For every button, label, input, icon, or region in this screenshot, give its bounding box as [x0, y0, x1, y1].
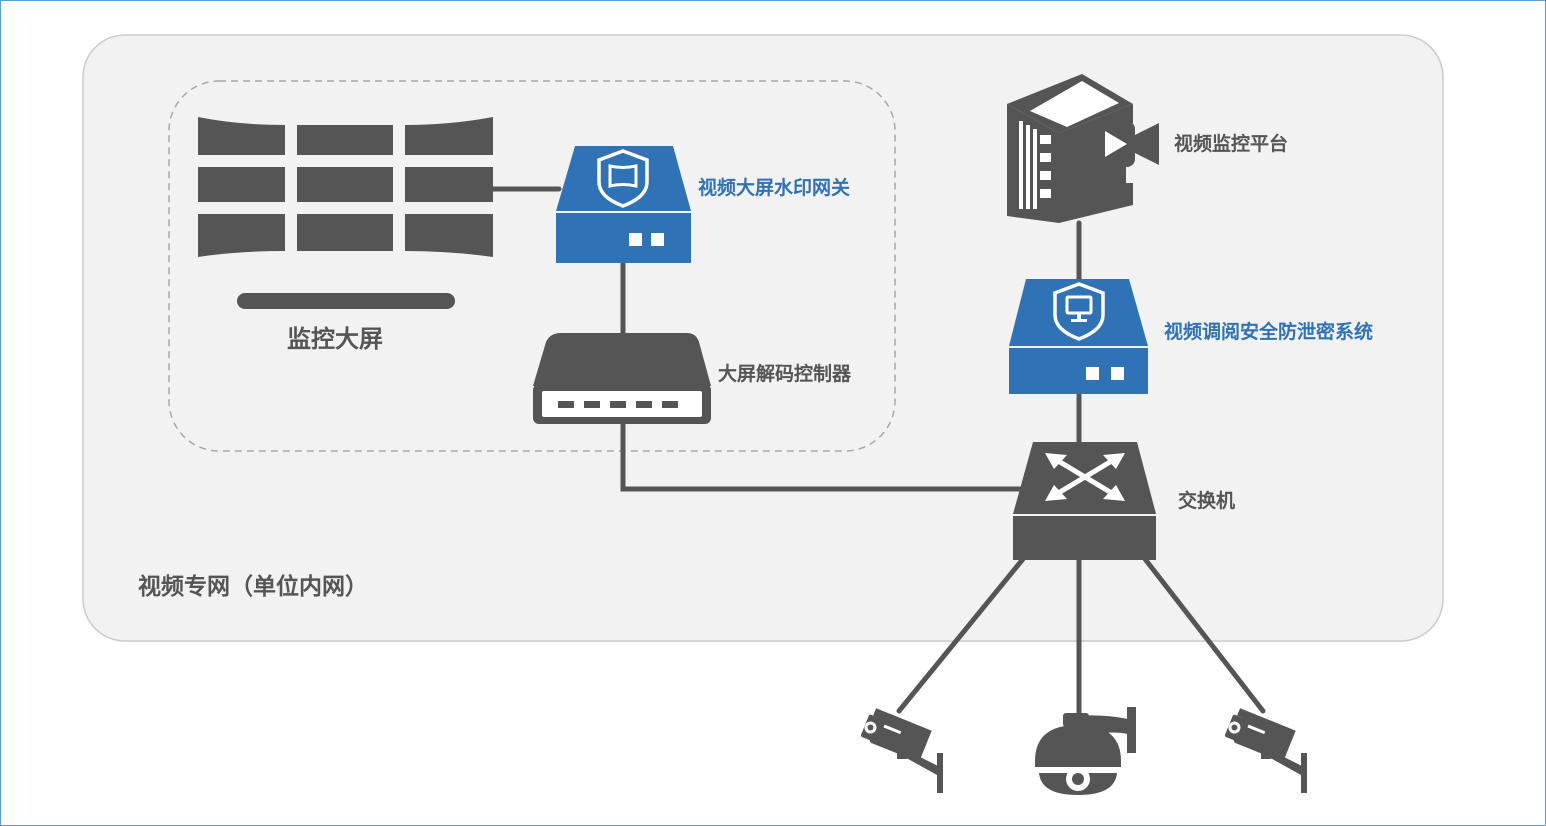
platform-label: 视频监控平台 — [1174, 133, 1289, 155]
connections — [490, 186, 1266, 718]
watermark-gateway-label: 视频大屏水印网关 — [698, 177, 851, 199]
switch-arrows-icon — [1013, 442, 1156, 560]
switch-label: 交换机 — [1178, 490, 1236, 512]
display-group-boundary — [168, 80, 896, 452]
shield-monitor-icon — [1009, 279, 1148, 394]
link-decoder-switch — [620, 422, 1034, 492]
decoder-box-icon — [533, 333, 711, 424]
video-wall-icon — [198, 117, 493, 309]
link-switch-camera1 — [896, 556, 1026, 714]
dome-camera-icon — [1032, 707, 1136, 795]
link-switch-camera3 — [1142, 556, 1266, 714]
server-video-icon — [1007, 74, 1159, 223]
video-wall-label: 监控大屏 — [287, 325, 383, 353]
decoder-label: 大屏解码控制器 — [718, 363, 852, 385]
bullet-camera-icon — [1225, 708, 1307, 793]
bullet-camera-icon — [861, 708, 943, 793]
leak-prevention-label: 视频调阅安全防泄密系统 — [1164, 321, 1374, 343]
network-zone-label: 视频专网（单位内网） — [138, 574, 368, 600]
shield-screen-icon — [556, 146, 691, 263]
